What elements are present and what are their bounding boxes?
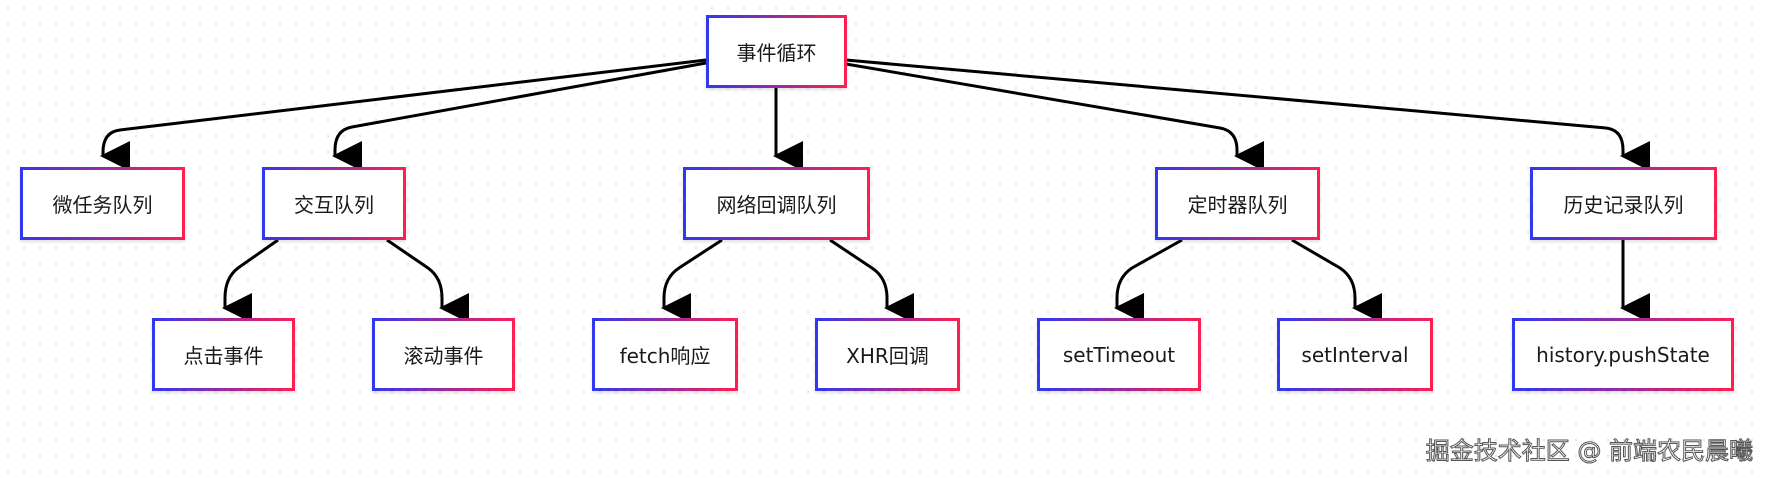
node-label: 定时器队列 bbox=[1187, 193, 1288, 217]
edge-interaction-scroll bbox=[386, 238, 469, 323]
watermark: 掘金技术社区 @ 前端农民晨曦 bbox=[1425, 437, 1753, 466]
node-label: 点击事件 bbox=[183, 344, 264, 368]
edge-root-timer bbox=[845, 62, 1264, 171]
node-click-event: 点击事件 bbox=[152, 318, 295, 391]
node-microtask-queue: 微任务队列 bbox=[20, 167, 185, 240]
edge-root-interaction bbox=[332, 61, 707, 171]
node-history-pushstate: history.pushState bbox=[1512, 318, 1734, 391]
edge-root-microtask bbox=[100, 58, 707, 171]
node-label: setTimeout bbox=[1062, 342, 1176, 367]
node-label: XHR回调 bbox=[846, 344, 929, 368]
node-xhr-callback: XHR回调 bbox=[815, 318, 960, 391]
edge-root-history bbox=[845, 58, 1650, 171]
node-label: 网络回调队列 bbox=[716, 193, 837, 217]
node-label: setInterval bbox=[1301, 342, 1409, 367]
edge-network-xhr bbox=[829, 238, 914, 323]
node-settimeout: setTimeout bbox=[1037, 318, 1201, 391]
node-label: history.pushState bbox=[1536, 342, 1710, 367]
node-label: 滚动事件 bbox=[403, 344, 484, 368]
node-label: 历史记录队列 bbox=[1563, 193, 1684, 217]
edge-timer-setinterval bbox=[1291, 238, 1382, 323]
node-label: fetch响应 bbox=[619, 344, 711, 368]
edge-timer-settimeout bbox=[1114, 238, 1183, 323]
node-interaction-queue: 交互队列 bbox=[262, 167, 406, 240]
node-label: 交互队列 bbox=[294, 193, 374, 217]
node-scroll-event: 滚动事件 bbox=[372, 318, 515, 391]
node-fetch-response: fetch响应 bbox=[592, 318, 738, 391]
node-event-loop: 事件循环 bbox=[706, 15, 847, 88]
node-timer-queue: 定时器队列 bbox=[1155, 167, 1320, 240]
node-label: 微任务队列 bbox=[52, 193, 153, 217]
node-network-callback-queue: 网络回调队列 bbox=[683, 167, 870, 240]
node-label: 事件循环 bbox=[736, 41, 817, 65]
edge-interaction-click bbox=[222, 238, 279, 323]
edge-network-fetch bbox=[661, 238, 723, 323]
node-setinterval: setInterval bbox=[1277, 318, 1433, 391]
node-history-queue: 历史记录队列 bbox=[1530, 167, 1717, 240]
